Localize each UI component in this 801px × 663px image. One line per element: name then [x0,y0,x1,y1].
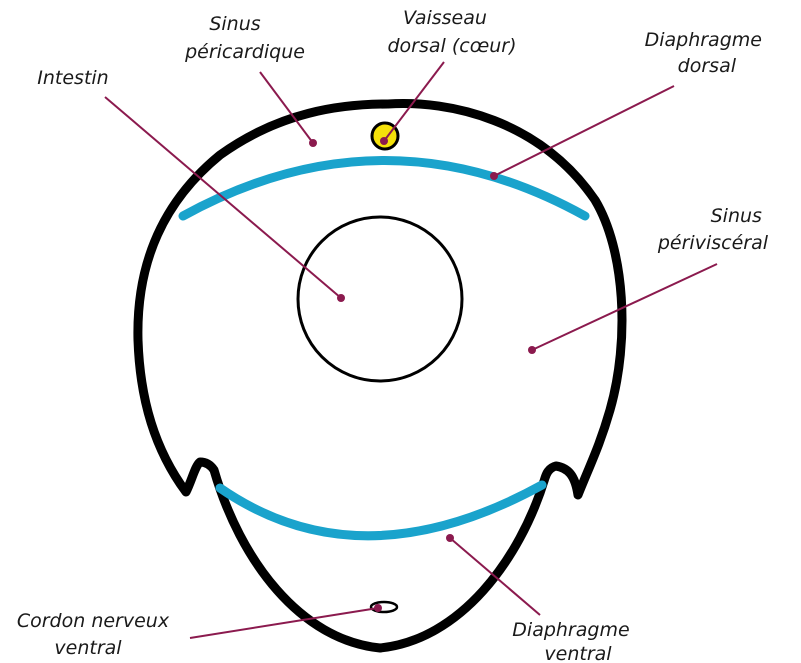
dot-vaisseau-dorsal [380,137,388,145]
label-sinus-pericardique: Sinus péricardique [184,13,305,63]
intestine-circle [298,217,462,381]
label-vaisseau-dorsal: Vaisseau dorsal (cœur) [387,7,516,57]
leader-cordon-nerveux [190,608,378,638]
label-intestin: Intestin [37,67,108,89]
body-wall-outline [138,104,622,648]
label-diaphragme-dorsal: Diaphragme dorsal [645,29,768,77]
dot-diaphragme-ventral [446,534,454,542]
leader-diaphragme-ventral [450,538,540,615]
dorsal-diaphragm [183,161,585,217]
dot-intestin [337,294,345,302]
label-diaphragme-ventral: Diaphragme ventral [512,619,635,663]
dot-cordon-nerveux [374,604,382,612]
ventral-diaphragm [220,485,542,536]
dot-diaphragme-dorsal [490,172,498,180]
label-cordon-nerveux-ventral: Cordon nerveux ventral [17,610,175,659]
label-sinus-perivisceral: Sinus périviscéral [657,205,769,254]
leader-intestin [105,97,341,298]
dot-sinus-pericardique [309,139,317,147]
dot-sinus-perivisceral [528,346,536,354]
